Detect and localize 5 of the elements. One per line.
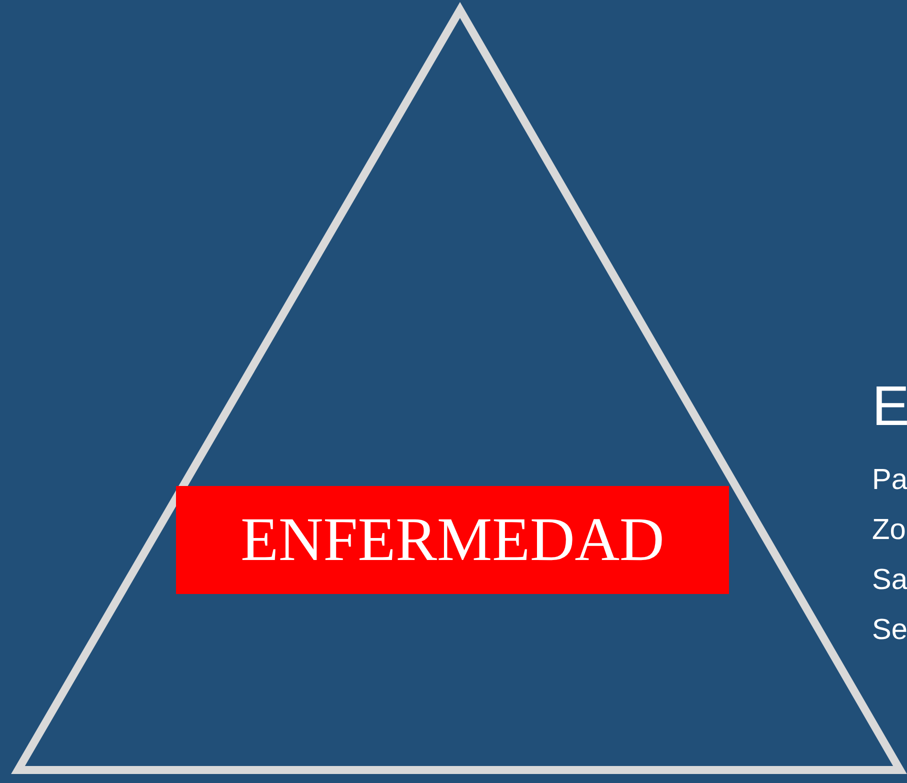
list-text: Se bbox=[872, 616, 907, 645]
disease-box bbox=[176, 486, 729, 594]
list-text: Zo bbox=[872, 516, 906, 545]
heading-text: E bbox=[872, 378, 907, 434]
box-label: ENFERMEDAD bbox=[240, 509, 664, 571]
